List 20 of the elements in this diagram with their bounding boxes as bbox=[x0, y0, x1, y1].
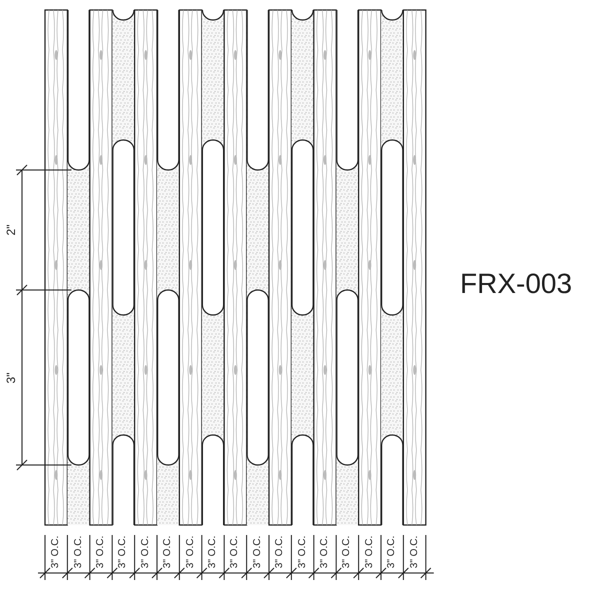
dimension-label: 3" O.C. bbox=[74, 536, 84, 568]
dimension-label: 3" O.C. bbox=[51, 536, 62, 568]
drawing-code: FRX-003 bbox=[460, 270, 572, 298]
dimension-label: 3" O.C. bbox=[118, 536, 128, 568]
dimension-label: 3" O.C. bbox=[186, 536, 196, 568]
dimension-label: 3" O.C. bbox=[387, 536, 398, 568]
dimension-label: 3" O.C. bbox=[230, 536, 240, 568]
dimension-label: 3" O.C. bbox=[140, 536, 151, 568]
dimension-label: 3" O.C. bbox=[364, 536, 375, 568]
dimension-label: 2" bbox=[5, 224, 17, 236]
dimension-label: 3" O.C. bbox=[163, 536, 174, 568]
dimension-label: 3" O.C. bbox=[275, 536, 286, 568]
dimension-label: 3" O.C. bbox=[208, 536, 218, 568]
dimension-label: 3" O.C. bbox=[342, 536, 352, 568]
dimension-label: 3" bbox=[5, 372, 17, 384]
dimension-label: 3" O.C. bbox=[252, 536, 263, 568]
dimension-label: 3" O.C. bbox=[96, 536, 106, 568]
dimension-label: 3" O.C. bbox=[298, 536, 308, 568]
dimension-label: 3" O.C. bbox=[320, 536, 330, 568]
dimension-label: 3" O.C. bbox=[410, 536, 420, 568]
